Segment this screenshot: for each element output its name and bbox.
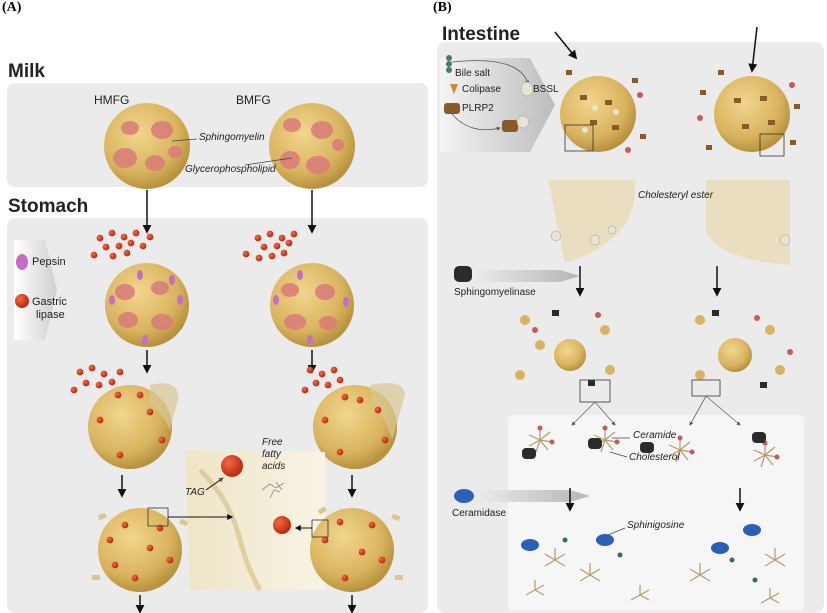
bmfg-globule (269, 103, 355, 189)
surrounding-red-particles-top (625, 82, 795, 153)
ceramidase-bound-icons (521, 524, 761, 554)
lipase-cluster-bmfg-2 (301, 366, 344, 394)
lipase-cluster-hmfg (90, 229, 154, 260)
intestine-globule-right (714, 76, 790, 152)
sphingosine-pointer (607, 527, 626, 536)
bile-salt-link (451, 60, 530, 85)
pepsin-icon (16, 254, 28, 270)
hmfg-label: HMFG (94, 93, 130, 107)
intestine-subbox (508, 415, 804, 611)
zoom-line-1 (571, 401, 596, 426)
lipase-near-membrane-icon (273, 516, 291, 534)
colipase-label: Colipase (462, 84, 501, 95)
sphingosine-rosettes (525, 548, 786, 604)
digesting-globule-bmfg (313, 382, 405, 469)
intestine-wedge-particles (550, 225, 791, 246)
gastric-lipase-icon (15, 294, 29, 308)
bssl-label: BSSL (533, 84, 559, 95)
sphingomyelinase-arrow (455, 270, 580, 282)
stomach-globule-bmfg (270, 263, 354, 347)
intestine-wedge-right (706, 180, 790, 265)
cholesterol-pointer (609, 451, 628, 458)
acids-label: acids (262, 461, 286, 472)
bssl-icon (520, 81, 534, 97)
free-fatty-acid-icon (261, 481, 285, 499)
fatty-label: fatty (262, 449, 281, 460)
intestine-title: Intestine (442, 24, 521, 45)
tag-zoom-wedge (185, 450, 325, 590)
colipase-plrp2-complex-icon (502, 115, 530, 132)
lipase-label: lipase (36, 309, 65, 321)
surrounding-particles-top (566, 70, 800, 150)
stomach-globule-hmfg (105, 263, 189, 347)
cholesterol-label: Cholesterol (629, 452, 680, 463)
bile-salt-label: Bile salt (455, 68, 491, 79)
zoom-box-intestine-right (759, 133, 785, 157)
sphingomyelinase-icon (454, 266, 472, 282)
ceramidase-icon (454, 489, 474, 503)
lipase-cluster-hmfg-2 (70, 364, 124, 394)
sphingomyelin-pointer (171, 138, 198, 142)
bile-salt-icon (446, 55, 452, 73)
panel-a-letter: (A) (2, 0, 22, 15)
sphingosine-molecules (562, 537, 758, 583)
ceramidase-label: Ceramidase (452, 508, 506, 519)
sphingomyelinase-label: Sphingomyelinase (454, 287, 536, 298)
final-globule-hmfg (92, 508, 189, 592)
pepsin-label: Pepsin (32, 256, 66, 268)
zoom-line-4 (705, 395, 741, 426)
panel-b-letter: (B) (433, 0, 452, 15)
micelle-red-particles (532, 312, 793, 355)
tag-pointer (205, 477, 224, 491)
ceramidase-arrow (456, 490, 590, 502)
free-label: Free (262, 437, 283, 448)
plrp2-icon (444, 103, 460, 114)
glycerophospholipid-pointer (244, 157, 293, 166)
hmfg-globule (104, 103, 190, 189)
gastric-label: Gastric (32, 296, 67, 308)
arrow-intestine-right (748, 26, 758, 73)
zoom-box-intestine-left (564, 124, 594, 152)
intestine-wedge-left (548, 180, 636, 263)
lipase-cluster-bmfg (242, 230, 298, 262)
tag-label: TAG (185, 487, 205, 498)
plrp2-label: PLRP2 (462, 103, 494, 114)
zoom-line-2 (594, 401, 616, 426)
sphingosine-label: Sphinigosine (627, 520, 685, 531)
glycerophospholipid-label: Glycerophospholipid (185, 164, 276, 175)
middle-globule-left (554, 339, 586, 371)
ceramide-label: Ceramide (633, 430, 677, 441)
lipase-on-tag-icon (221, 455, 243, 477)
intestine-globule-left (560, 76, 636, 152)
stomach-title: Stomach (8, 196, 89, 217)
micelle-particles (515, 315, 785, 380)
middle-globule-right (718, 338, 752, 372)
sphingomyelinase-bound-icons (522, 432, 766, 459)
cholesteryl-ester-label: Cholesteryl ester (638, 190, 714, 201)
zoom-line-3 (689, 395, 707, 426)
sphingomyelin-label: Sphingomyelin (199, 132, 265, 143)
micelle-dark-particles (552, 310, 767, 388)
milk-title: Milk (8, 61, 45, 82)
digesting-globule-hmfg (88, 383, 179, 469)
ceramide-rosettes (528, 428, 778, 468)
colipase-icon (450, 84, 458, 94)
final-globule-bmfg (310, 506, 403, 592)
plrp2-link (451, 113, 501, 131)
bmfg-label: BMFG (236, 93, 271, 107)
arrow-intestine-left (554, 31, 578, 60)
